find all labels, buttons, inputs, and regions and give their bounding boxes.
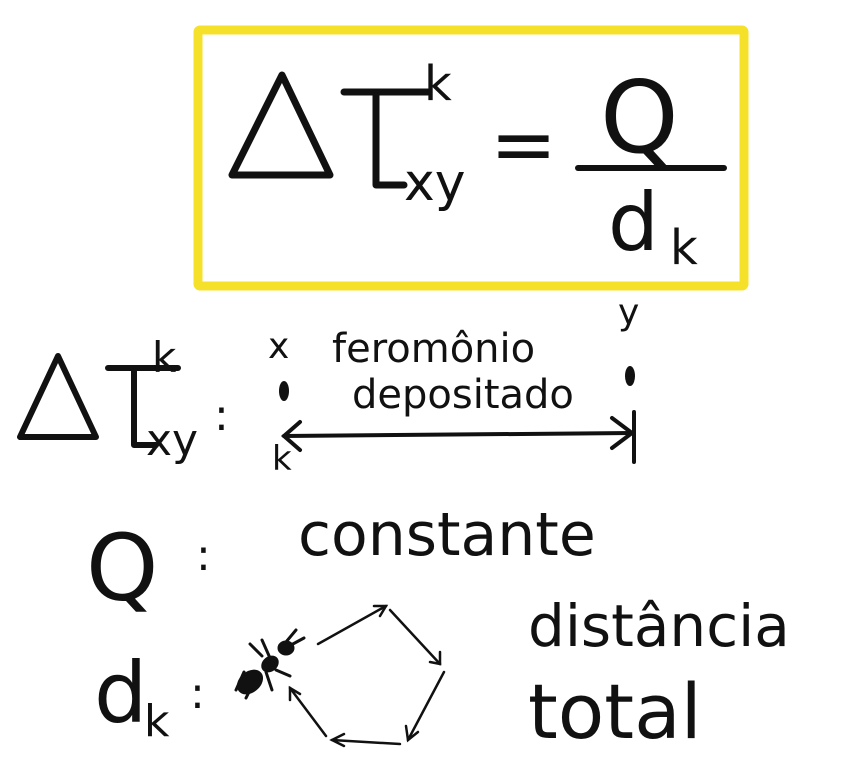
formula-superscript: k	[424, 56, 452, 112]
def1-subscript: xy	[146, 415, 198, 466]
formula-box: k xy = Q d k	[193, 25, 749, 291]
def1-description-line1: feromônio	[332, 326, 535, 372]
formula-subscript: xy	[404, 153, 466, 213]
def3-symbol: d	[94, 644, 147, 742]
definition-delta-tau: k xy : x y feromônio depositado k	[17, 292, 639, 479]
highlight-frame	[193, 25, 749, 291]
hexagon-path-icon	[288, 604, 446, 748]
def1-colon: :	[214, 390, 229, 441]
tau-symbol	[340, 88, 432, 189]
point-x-label: x	[268, 326, 289, 367]
def1-description-line2: depositado	[352, 372, 574, 418]
point-x-dot	[279, 381, 289, 401]
distance-arrow	[280, 410, 636, 464]
point-y-dot	[625, 366, 635, 386]
definition-q: Q : constante	[86, 500, 596, 622]
formula-denominator: d	[608, 176, 659, 269]
def1-superscript: k	[152, 333, 177, 382]
definition-dk: d k : distância total	[94, 592, 790, 756]
point-y-label: y	[618, 292, 639, 333]
ant-icon	[234, 628, 306, 700]
def3-description-line1: distância	[528, 592, 790, 660]
delta-triangle	[228, 71, 334, 179]
delta-triangle-small	[17, 353, 99, 440]
def3-colon: :	[190, 668, 205, 719]
formula-denominator-sub: k	[670, 220, 698, 276]
def2-colon: :	[196, 530, 211, 581]
formula-equals: =	[490, 98, 557, 191]
def3-description-line2: total	[528, 667, 702, 756]
formula-numerator: Q	[600, 59, 679, 176]
def3-subscript: k	[144, 696, 170, 747]
def2-description: constante	[298, 500, 596, 570]
tau-symbol-small	[105, 365, 181, 448]
def2-symbol: Q	[86, 515, 158, 622]
ant-k-label: k	[272, 439, 292, 479]
